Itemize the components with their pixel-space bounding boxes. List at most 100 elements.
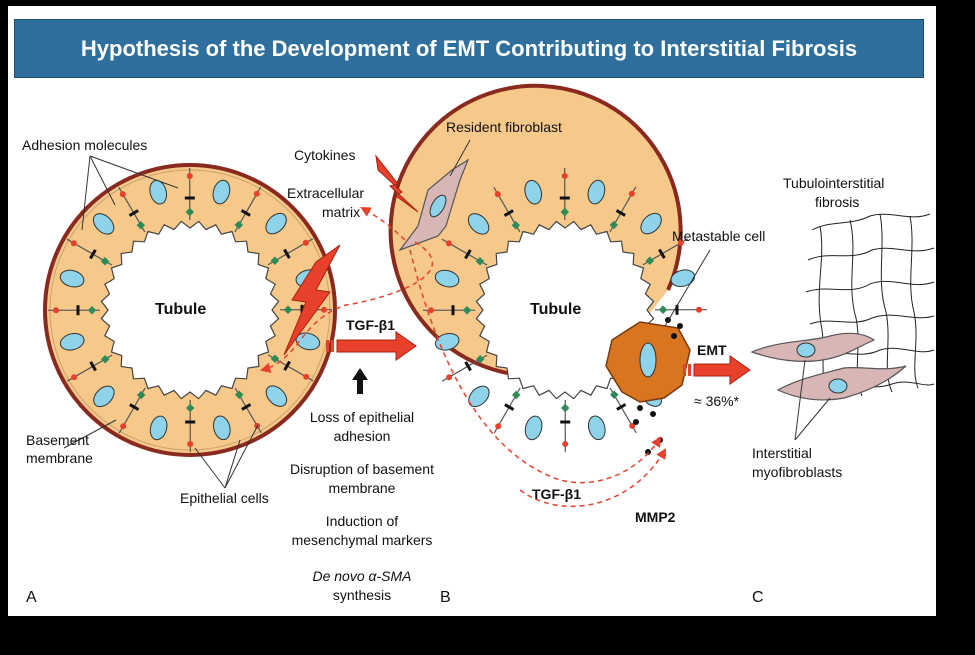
tubule-lumen-a xyxy=(100,220,280,400)
adhesion-molecule-icon xyxy=(89,361,97,372)
cell-nucleus xyxy=(149,179,168,205)
label-myofibroblasts-2: myofibroblasts xyxy=(752,464,842,480)
label-ecm-1: Extracellular xyxy=(287,185,364,201)
integrin-icon xyxy=(186,173,193,179)
label-basement-1: Basement xyxy=(26,432,89,448)
integrin-icon xyxy=(446,374,453,381)
junction-icon xyxy=(658,305,668,315)
integrin-icon xyxy=(302,239,309,246)
label-tubule-a: Tubule xyxy=(155,301,206,318)
title-banner: Hypothesis of the Development of EMT Con… xyxy=(14,19,924,78)
junction-icon xyxy=(136,390,146,400)
cell-nucleus xyxy=(59,332,85,351)
integrin-icon xyxy=(187,441,194,447)
cell-nucleus xyxy=(212,179,231,205)
junction-icon xyxy=(462,305,472,315)
junction-icon xyxy=(185,403,195,413)
junction-icon xyxy=(87,305,97,315)
step-line: Loss of epithelial xyxy=(310,409,414,425)
cell-nucleus xyxy=(640,212,662,235)
adhesion-molecule-icon xyxy=(283,360,291,371)
cell-nucleus xyxy=(524,179,543,205)
emt-steps: Loss of epithelial adhesion Disruption o… xyxy=(290,409,434,603)
junction-icon xyxy=(234,220,244,230)
junction-icon xyxy=(234,390,244,400)
step-line: adhesion xyxy=(334,428,391,444)
label-basement-2: membrane xyxy=(26,450,93,466)
junction-icon xyxy=(185,207,195,217)
cell-nucleus xyxy=(468,385,490,408)
cell-nucleus xyxy=(149,415,168,441)
adhesion-molecule-icon xyxy=(504,403,515,411)
cell-nucleus xyxy=(212,415,231,441)
step-line: membrane xyxy=(329,480,396,496)
label-epithelial-cells: Epithelial cells xyxy=(180,490,269,506)
adhesion-molecule-icon xyxy=(464,361,472,372)
junction-icon xyxy=(100,354,110,364)
panel-label-b: B xyxy=(440,589,451,606)
label-mmp2: MMP2 xyxy=(635,509,676,525)
junction-icon xyxy=(475,354,485,364)
integrin-icon xyxy=(495,423,502,430)
adhesion-molecule-icon xyxy=(240,209,251,217)
adhesion-molecule-icon xyxy=(616,403,627,411)
label-emt: EMT xyxy=(697,342,727,358)
integrin-icon xyxy=(677,239,684,246)
step-line: Disruption of basement xyxy=(290,461,434,477)
adhesion-molecule-icon xyxy=(658,248,666,259)
integrin-icon xyxy=(53,307,59,314)
integrin-icon xyxy=(561,173,568,179)
resident-fibroblast-cell xyxy=(398,158,470,252)
adhesion-molecule-icon xyxy=(560,420,571,424)
integrin-icon xyxy=(428,307,434,314)
adhesion-molecule-icon xyxy=(185,420,196,424)
label-metastable-cell: Metastable cell xyxy=(672,228,765,244)
adhesion-molecule-icon xyxy=(283,248,291,259)
adhesion-molecule-icon xyxy=(128,209,139,217)
cell-nucleus xyxy=(670,269,696,288)
cell-nucleus xyxy=(265,385,288,407)
integrin-icon xyxy=(494,191,501,198)
adhesion-molecule-icon xyxy=(184,196,195,200)
figure-title: Hypothesis of the Development of EMT Con… xyxy=(80,35,858,61)
cytokine-bolt-icon xyxy=(375,154,419,213)
metastable-cell xyxy=(605,321,691,403)
cell-nucleus xyxy=(434,269,460,288)
cell-nucleus xyxy=(524,415,543,441)
label-tubule-b: Tubule xyxy=(530,301,581,318)
adhesion-molecule-icon xyxy=(615,209,626,217)
junction-icon xyxy=(645,256,655,266)
tgf-arrow-icon xyxy=(326,331,417,361)
adhesion-molecule-icon xyxy=(464,249,472,260)
adhesion-molecule-icon xyxy=(503,209,514,217)
adhesion-molecule-icon xyxy=(451,305,455,316)
cell-nucleus xyxy=(93,385,115,408)
junction-icon xyxy=(609,390,619,400)
tubule-a xyxy=(43,163,337,457)
cell-nucleus xyxy=(265,212,287,235)
cell-nucleus xyxy=(587,179,606,205)
step-line: mesenchymal markers xyxy=(292,532,433,548)
junction-icon xyxy=(270,354,280,364)
label-cytokines: Cytokines xyxy=(294,147,355,163)
label-tgf-b1-bottom: TGF-β1 xyxy=(532,486,581,502)
junction-icon xyxy=(283,305,293,315)
step-line: De novo α-SMA xyxy=(312,568,411,584)
junction-icon xyxy=(560,403,570,413)
label-tubulointerstitial-2: fibrosis xyxy=(815,194,859,210)
cell-nucleus xyxy=(467,213,490,235)
up-arrow-icon xyxy=(352,368,368,394)
label-myofibroblasts-1: Interstitial xyxy=(752,445,812,461)
integrin-icon xyxy=(70,240,77,247)
junction-icon xyxy=(475,256,485,266)
label-emt-percent: ≈ 36%* xyxy=(694,393,740,409)
cell-nucleus xyxy=(587,415,606,441)
integrin-icon xyxy=(445,240,452,247)
adhesion-molecule-icon xyxy=(241,403,252,411)
cell-nucleus xyxy=(59,269,85,288)
junction-icon xyxy=(511,390,521,400)
cell-nucleus xyxy=(92,213,115,235)
integrin-icon xyxy=(628,190,635,197)
integrin-icon xyxy=(120,423,127,430)
